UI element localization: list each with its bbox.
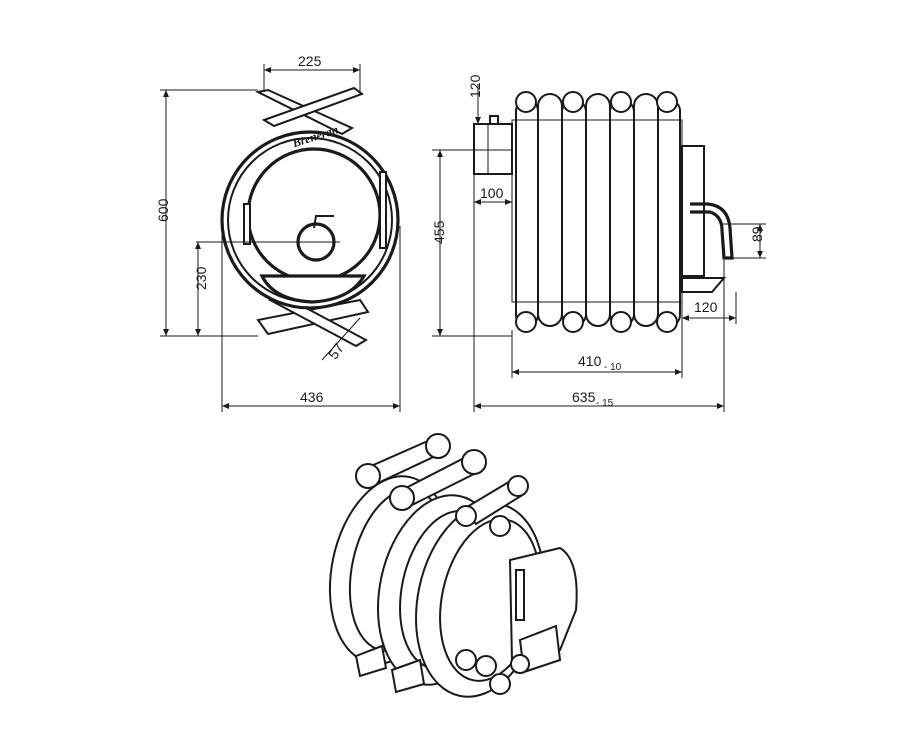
- side-tubes: [515, 91, 681, 333]
- side-ash-tray: [681, 277, 727, 293]
- front-view: Breneran 225 600 230 57 436: [155, 53, 401, 412]
- dim-600: 600: [155, 198, 171, 222]
- dim-635-tol: - 15: [596, 398, 614, 409]
- front-hinge-left: [243, 203, 251, 245]
- side-view: 120 100 455 89 120 410 - 10 635 - 15: [431, 74, 766, 412]
- side-chimney: [473, 123, 513, 175]
- dim-410: 410: [578, 353, 602, 369]
- iso-door: [508, 546, 578, 664]
- dim-225: 225: [298, 53, 322, 69]
- dim-120-rear: 120: [694, 299, 718, 315]
- dim-100: 100: [480, 185, 504, 201]
- front-hinge-right: [379, 171, 387, 249]
- dim-230: 230: [193, 266, 209, 290]
- dim-455: 455: [431, 220, 447, 244]
- dim-410-tol: - 10: [604, 362, 622, 373]
- iso-view: [328, 433, 578, 698]
- dim-57: 57: [325, 340, 347, 362]
- front-ash-tray: [259, 274, 367, 304]
- dim-120-chimney: 120: [467, 74, 483, 98]
- side-handle: [690, 202, 734, 260]
- dim-635: 635: [572, 389, 596, 405]
- dim-436: 436: [300, 389, 324, 405]
- front-top-tubes: [254, 86, 365, 136]
- dim-89: 89: [749, 226, 765, 242]
- front-handle-icon: [313, 215, 334, 229]
- front-body-outer: [220, 130, 400, 310]
